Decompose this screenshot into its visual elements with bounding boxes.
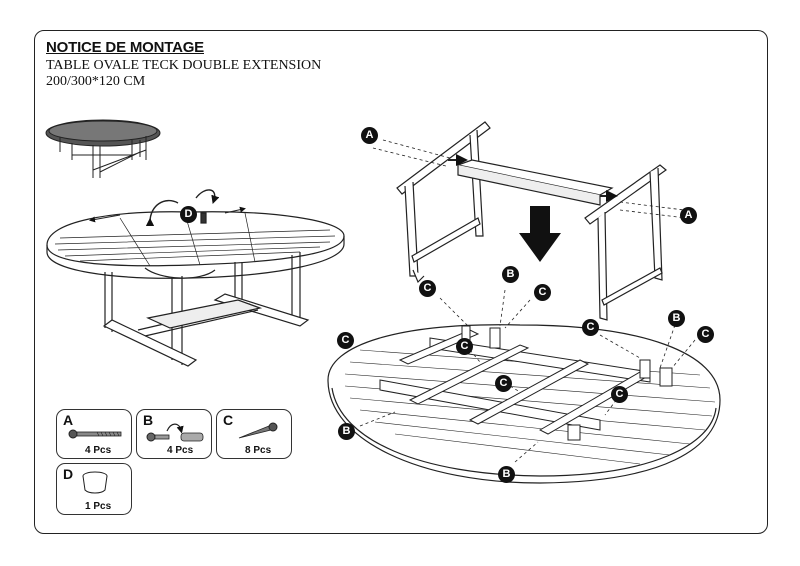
subtitle-product: TABLE OVALE TECK DOUBLE EXTENSION — [46, 58, 322, 73]
part-c-qty: 8 Pcs — [245, 445, 272, 456]
part-b-card: B 4 Pcs — [136, 409, 212, 459]
callout-c-5: C — [337, 332, 354, 349]
cap-icon — [82, 471, 108, 494]
dowel-bolt-icon — [146, 423, 204, 442]
part-b-letter: B — [143, 412, 154, 428]
part-c-card: C 8 Pcs — [216, 409, 292, 459]
part-a-qty: 4 Pcs — [85, 445, 112, 456]
part-a-card: A 4 Pcs — [56, 409, 132, 459]
page-title: NOTICE DE MONTAGE — [46, 39, 204, 56]
inverted-tabletop-illustration — [327, 289, 721, 484]
part-d-qty: 1 Pcs — [85, 501, 112, 512]
callout-c-1: C — [419, 280, 436, 297]
document-frame — [34, 30, 768, 534]
callout-c-7: C — [495, 375, 512, 392]
callout-c-6: C — [456, 338, 473, 355]
callout-b-3: B — [338, 423, 355, 440]
part-d-card: D 1 Pcs — [56, 463, 132, 515]
subtitle-dimensions: 200/300*120 CM — [46, 74, 146, 89]
callout-b-2: B — [668, 310, 685, 327]
callout-a-top: A — [361, 127, 378, 144]
extended-table-illustration — [46, 189, 345, 367]
callout-b-1: B — [502, 266, 519, 283]
callout-a-right: A — [680, 207, 697, 224]
callout-b-4: B — [498, 466, 515, 483]
callout-c-8: C — [611, 386, 628, 403]
part-d-letter: D — [63, 466, 74, 482]
leg-frame-illustration — [372, 121, 687, 321]
part-b-qty: 4 Pcs — [167, 445, 194, 456]
part-a-letter: A — [63, 412, 74, 428]
long-bolt-icon — [68, 429, 122, 439]
part-c-letter: C — [223, 412, 234, 428]
callout-c-3: C — [582, 319, 599, 336]
wood-screw-icon — [238, 422, 278, 439]
callout-c-2: C — [534, 284, 551, 301]
callout-d: D — [180, 206, 197, 223]
callout-c-4: C — [697, 326, 714, 343]
overview-table-illustration — [45, 119, 161, 178]
page-subtitle: TABLE OVALE TECK DOUBLE EXTENSION 200/30… — [46, 58, 321, 90]
down-arrow-icon — [519, 206, 561, 262]
